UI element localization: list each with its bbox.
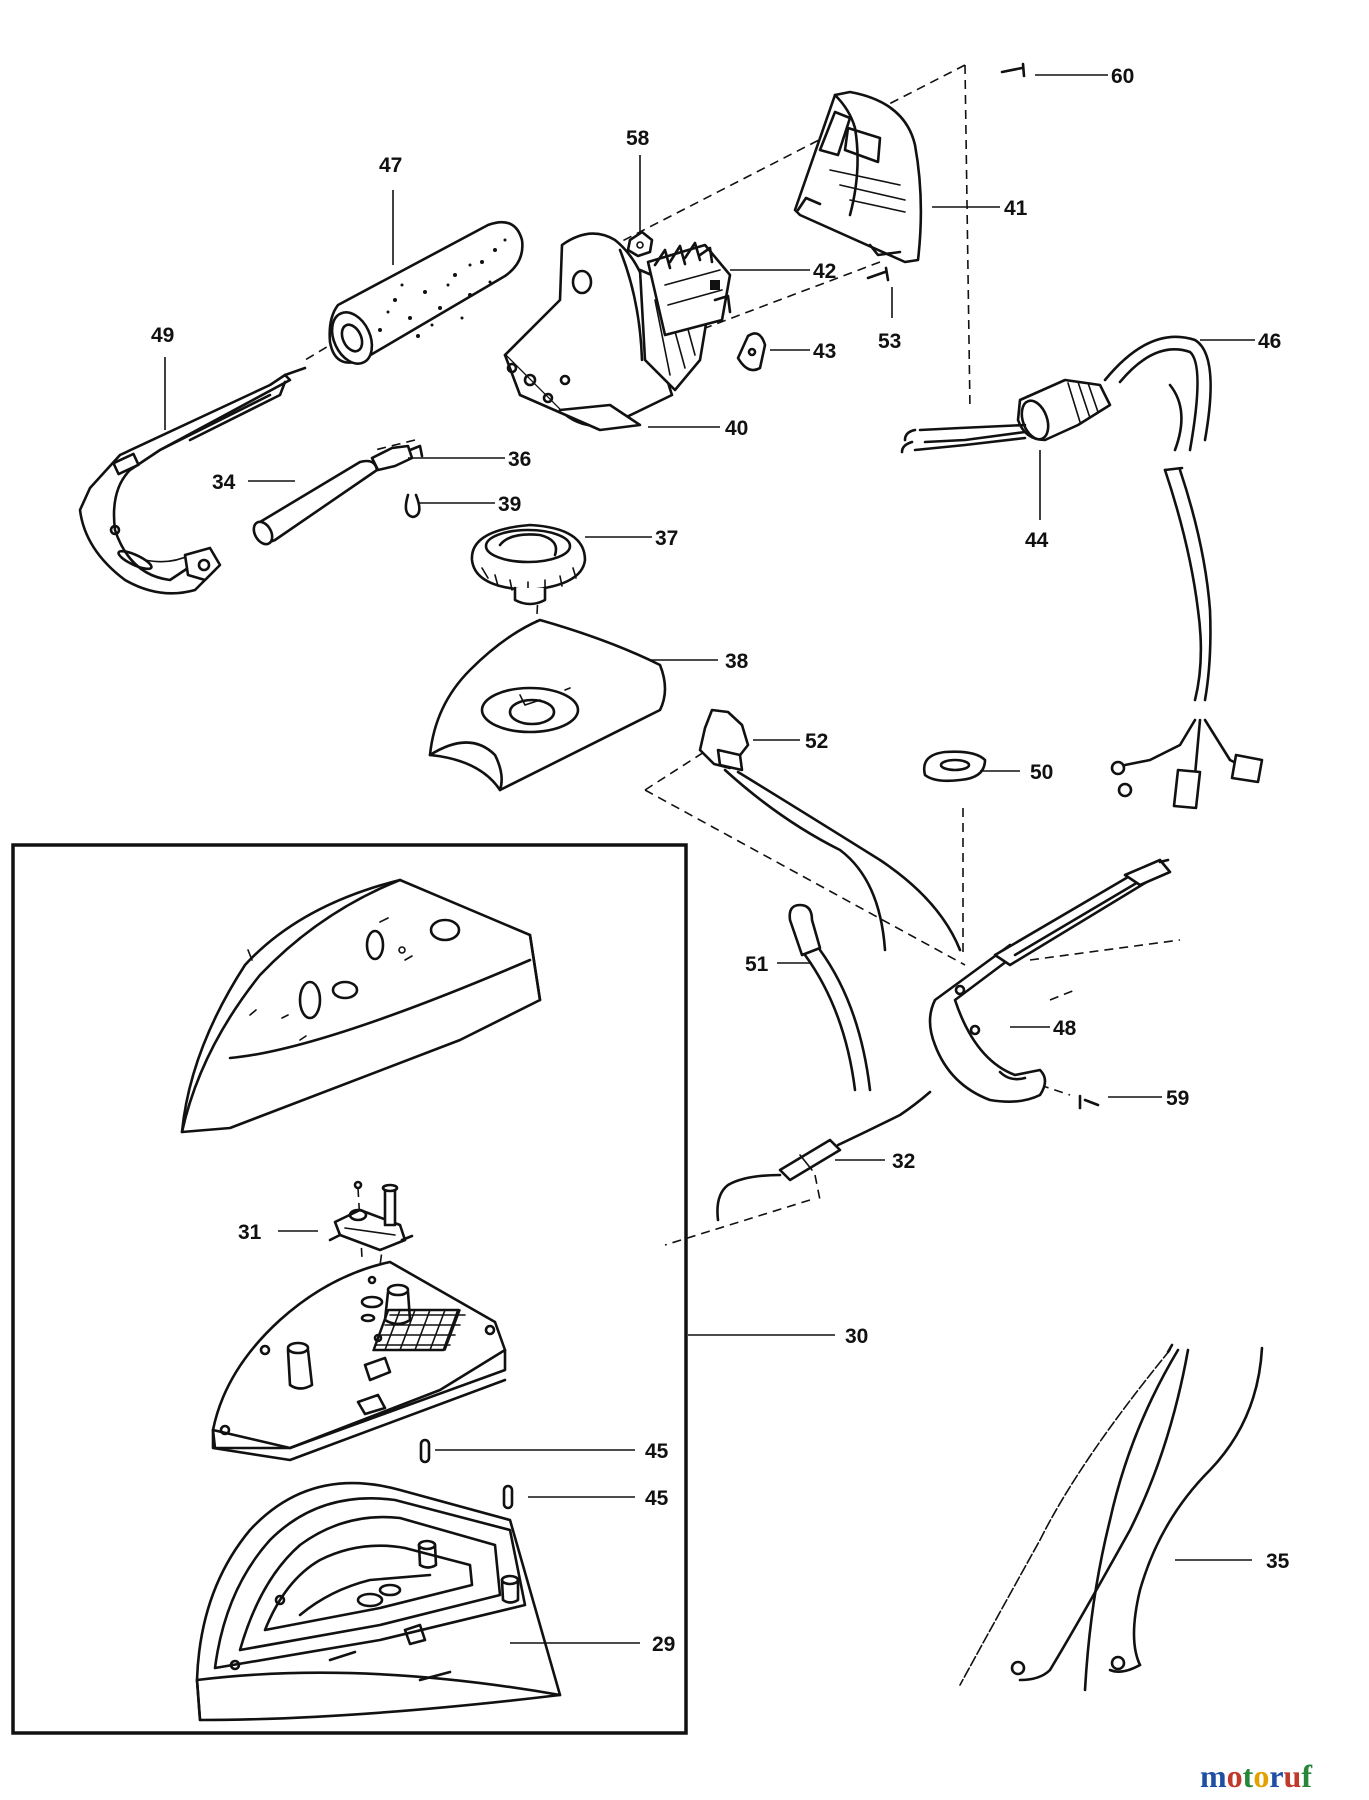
label-58: 58 <box>626 127 650 150</box>
part-37-knob <box>470 523 587 606</box>
leader-lines <box>164 74 1255 1644</box>
part-31-thermostat <box>328 1180 414 1252</box>
label-48: 48 <box>1053 1017 1077 1040</box>
part-35-wire-set <box>959 1343 1264 1692</box>
label-47: 47 <box>379 154 402 177</box>
label-52: 52 <box>805 730 828 753</box>
part-39-spring-clip <box>404 493 421 519</box>
part-59-screw <box>1078 1094 1100 1110</box>
label-32: 32 <box>892 1150 915 1173</box>
part-58-nut <box>626 230 654 258</box>
part-38-top-cover <box>428 618 667 792</box>
part-51-sleeve <box>788 903 872 1092</box>
watermark-logo: motoruf <box>1200 1758 1312 1794</box>
label-40: 40 <box>725 417 748 440</box>
label-42: 42 <box>813 260 836 283</box>
label-44: 44 <box>1025 529 1049 552</box>
part-50-pad <box>922 750 987 783</box>
upper-soleplate <box>180 878 542 1134</box>
part-32-thermal-fuse <box>716 1090 932 1222</box>
part-labels: 60 41 58 47 42 53 46 49 43 40 44 36 34 3… <box>151 65 1290 1656</box>
label-59: 59 <box>1166 1087 1189 1110</box>
part-41-rear-cover <box>793 90 923 264</box>
part-29-soleplate <box>195 1481 562 1722</box>
label-43: 43 <box>813 340 836 363</box>
part-46-mains-cable <box>1103 335 1264 810</box>
part-48-rear-bracket <box>928 858 1172 1103</box>
label-29: 29 <box>652 1633 675 1656</box>
part-42-terminal-block <box>646 241 732 337</box>
label-30: 30 <box>845 1325 868 1348</box>
label-45-upper: 45 <box>645 1440 669 1463</box>
part-34-rod <box>252 459 379 546</box>
label-49: 49 <box>151 324 174 347</box>
label-31: 31 <box>238 1221 262 1244</box>
part-45-pins <box>419 1438 514 1510</box>
label-45-lower: 45 <box>645 1487 669 1510</box>
label-60: 60 <box>1111 65 1134 88</box>
part-43-clip <box>736 332 767 372</box>
label-53: 53 <box>878 330 901 353</box>
part-47-foam-grip <box>328 220 524 365</box>
label-39: 39 <box>498 493 521 516</box>
part-52-connector-wire <box>698 708 962 952</box>
label-34: 34 <box>212 471 236 494</box>
label-50: 50 <box>1030 761 1053 784</box>
part-44-strain-relief <box>900 378 1112 454</box>
part-49-handle-frame <box>78 366 307 595</box>
middle-heating-plate <box>211 1260 507 1462</box>
label-36: 36 <box>508 448 531 471</box>
label-46: 46 <box>1258 330 1281 353</box>
part-60-screw <box>1000 62 1026 78</box>
label-38: 38 <box>725 650 749 673</box>
svg-text:motoruf: motoruf <box>1200 1758 1312 1794</box>
label-37: 37 <box>655 527 678 550</box>
part-30-soleplate-group-box <box>11 843 688 1735</box>
label-51: 51 <box>745 953 769 976</box>
label-41: 41 <box>1004 197 1028 220</box>
label-35: 35 <box>1266 1550 1290 1573</box>
part-53-screw <box>866 266 890 282</box>
